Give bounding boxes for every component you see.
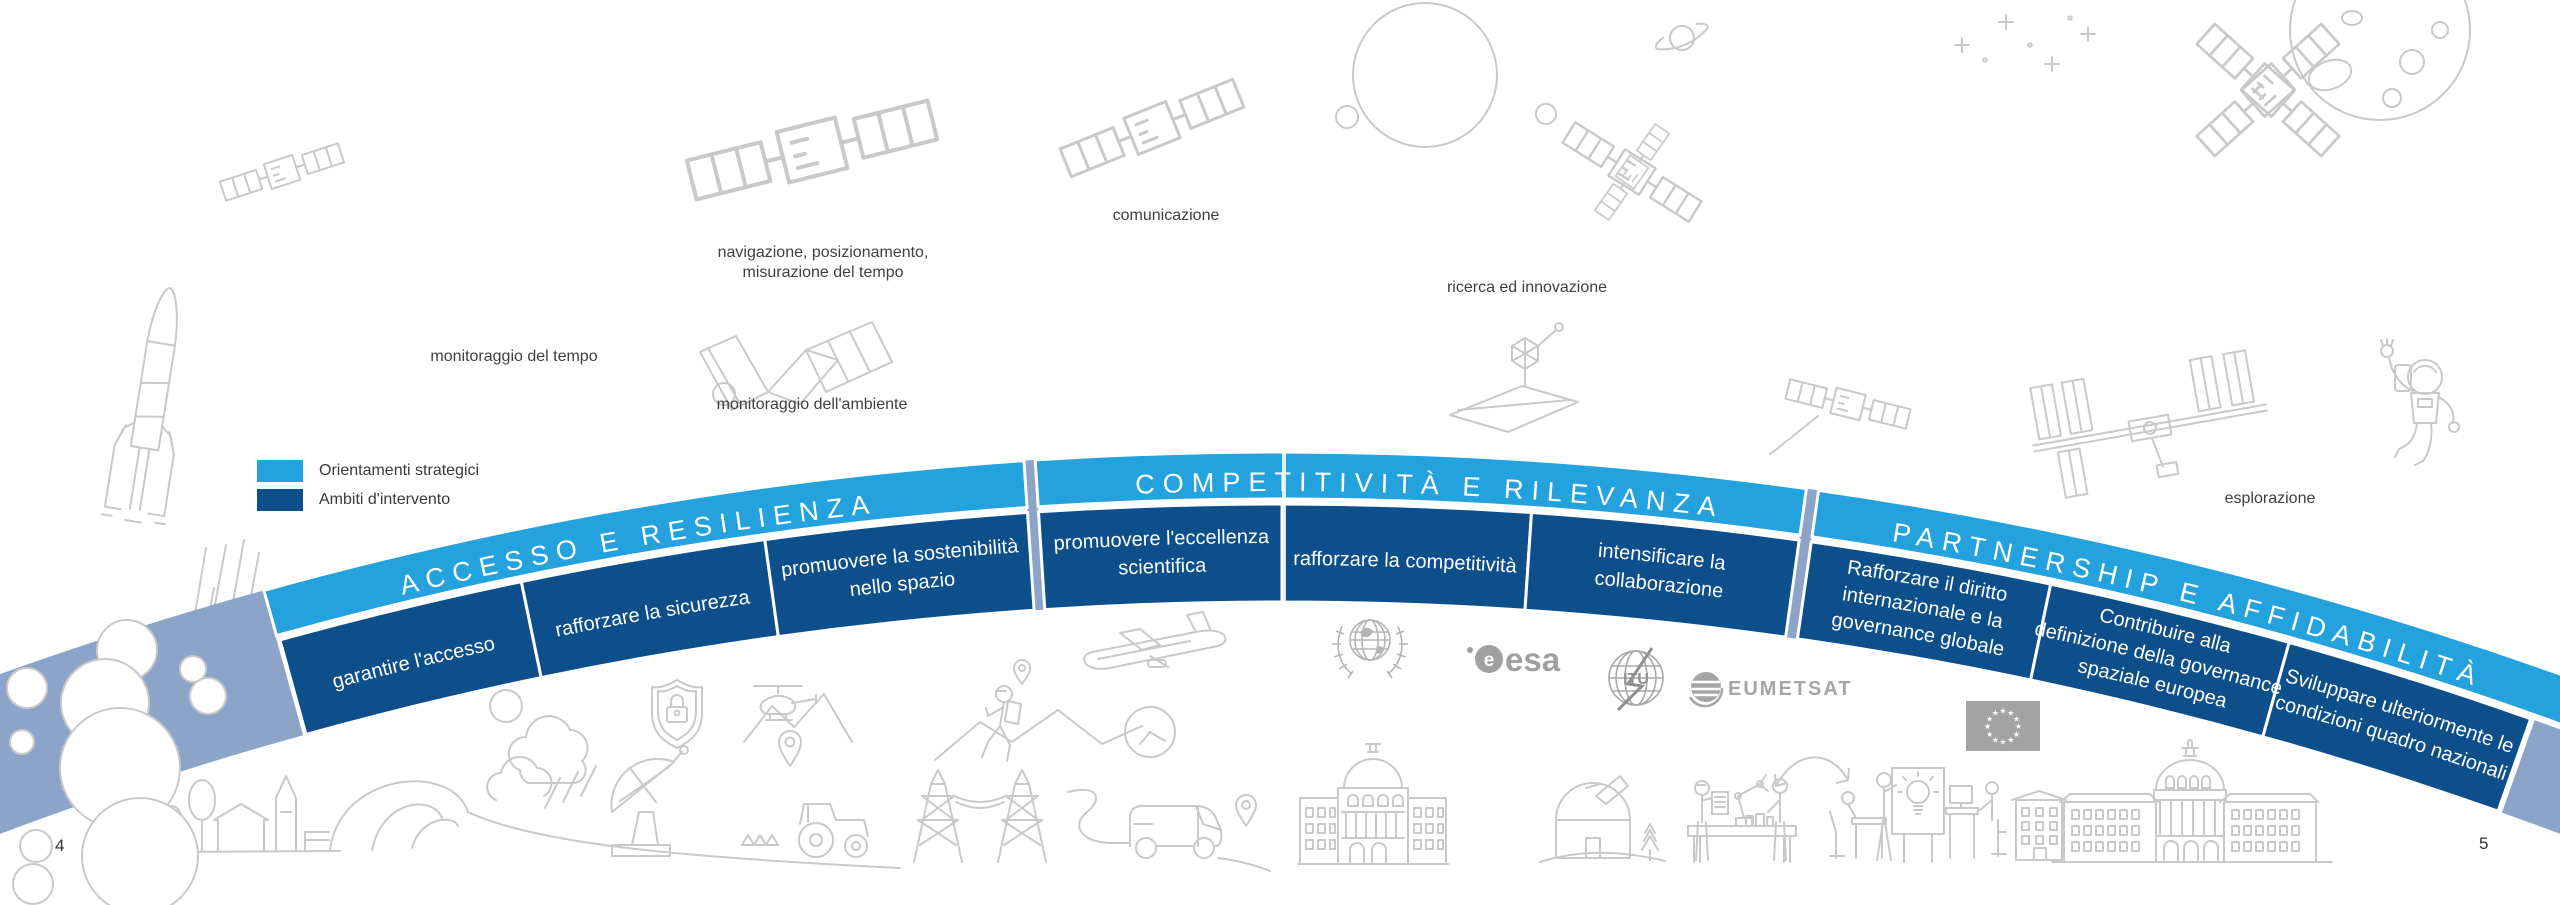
observatory-icon (1539, 775, 1666, 863)
legend-item-ambiti: Ambiti d'intervento (257, 489, 479, 511)
eu-flag-icon: ★★★★★★★★★★★★ (1966, 701, 2040, 751)
rocket-exhaust-lines (193, 539, 260, 625)
moon-icon (2289, 0, 2471, 121)
space-station-icon (2029, 349, 2268, 499)
arc-orientation-band (262, 459, 1029, 638)
arc-intervention-segment (1523, 510, 1801, 639)
legend-label: Orientamenti strategici (319, 462, 480, 479)
legend-swatch-dark-blue (257, 489, 303, 511)
workshop-robot-icon (1687, 774, 1797, 863)
legend-swatch-light-blue (257, 460, 303, 482)
eu-flag-star-icon: ★ (2013, 714, 2020, 723)
clock-icon (1124, 706, 1176, 758)
eumetsat-logo-text: EUMETSAT (1728, 678, 1853, 700)
planet-icon (1352, 2, 1498, 148)
arc-tail-right (2501, 720, 2560, 834)
eu-flag-star-icon: ★ (1984, 722, 1991, 731)
parliament-icon (2051, 739, 2333, 863)
office-building-icon (2011, 790, 2067, 861)
federal-palace-icon (1297, 743, 1449, 865)
ground-antenna-icon (610, 745, 689, 857)
pin-harvester-icon (741, 730, 869, 858)
legend-label: Ambiti d'intervento (319, 491, 451, 508)
caption-comunicazione: comunicazione (1112, 207, 1220, 224)
eu-flag-star-icon: ★ (1986, 730, 1993, 739)
rain-cloud-sun-icon (486, 689, 597, 809)
arc-segment-label: scientifica (1118, 555, 1208, 580)
un-emblem-icon (1332, 619, 1408, 679)
sparkle-stars-icon (1954, 14, 2096, 72)
arc-intervention-segment (763, 510, 1036, 639)
village-wave-icon (154, 775, 901, 869)
space-telescope-icon (1449, 322, 1579, 433)
arc-orientation-band (1810, 488, 2560, 726)
helicopter-mountains-icon (743, 685, 853, 743)
power-pylons-icon (913, 769, 1047, 863)
page-number-right: 5 (2479, 834, 2489, 853)
eu-flag-star-icon: ★ (2015, 722, 2022, 731)
itu-logo-text: ITU (1623, 671, 1649, 688)
esa-logo-text: esa (1505, 641, 1561, 678)
airplane-icon (1083, 611, 1227, 670)
caption-monitoraggio-ambiente: monitoraggio dell'ambiente (716, 396, 908, 413)
page-fold-line (1282, 446, 1286, 608)
eu-flag-star-icon: ★ (2007, 735, 2014, 744)
caption-esplorazione: esplorazione (2224, 490, 2316, 507)
satellite-environment-icon (699, 321, 893, 411)
itu-logo: ITU (1608, 647, 1664, 712)
arc-section-divider (1023, 459, 1045, 611)
eu-flag-star-icon: ★ (1986, 714, 1993, 723)
astronaut-icon (2380, 338, 2460, 466)
legend: Orientamenti strategici Ambiti d'interve… (257, 460, 479, 518)
shield-lock-icon (651, 679, 703, 749)
small-circle-icon (1535, 103, 1557, 125)
caption-monitoraggio-del-tempo: monitoraggio del tempo (430, 348, 598, 365)
caption-navigazione: navigazione, posizionamento, misurazione… (717, 244, 929, 281)
eumetsat-logo: EUMETSAT (1688, 672, 1853, 708)
innovation-office-icon (1829, 767, 2007, 863)
hiker-icon (934, 659, 1143, 762)
eu-flag-star-icon: ★ (1992, 709, 1999, 718)
exchange-arrow-icon (1774, 756, 1850, 787)
satellite-boom-icon (1769, 375, 1913, 455)
arc-intervention-segment (2260, 640, 2533, 814)
esa-logo-initial: e (1484, 650, 1495, 671)
eu-flag-star-icon: ★ (1999, 707, 2006, 716)
legend-item-orientamenti: Orientamenti strategici (257, 460, 479, 482)
eu-flag-star-icon: ★ (2007, 709, 2014, 718)
small-circle-icon (1335, 105, 1359, 129)
eu-flag-star-icon: ★ (1999, 738, 2006, 747)
van-road-pin-icon (1067, 788, 1271, 872)
esa-logo: e esa (1467, 641, 1561, 678)
caption-ricerca-ed-innovazione: ricerca ed innovazione (1446, 279, 1608, 296)
arc-section-divider (1785, 488, 1819, 639)
eu-flag-star-icon: ★ (1992, 735, 1999, 744)
page-number-left: 4 (55, 836, 65, 855)
eu-flag-star-icon: ★ (2013, 730, 2020, 739)
rocket-icon (100, 287, 178, 526)
saturn-icon (1654, 22, 1709, 51)
